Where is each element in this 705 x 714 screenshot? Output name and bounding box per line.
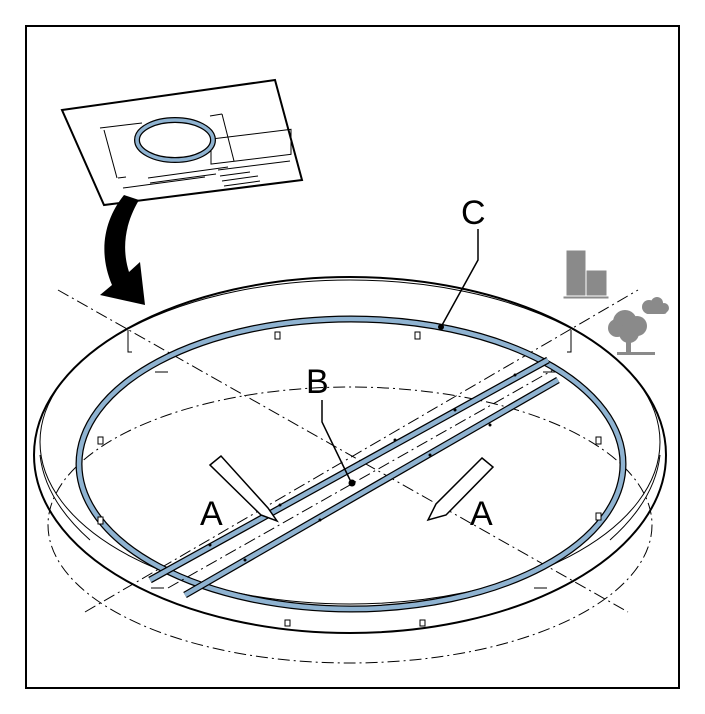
label-b: B (306, 363, 329, 401)
outer-foundation-ring (33, 276, 667, 634)
curved-arrow-icon (100, 195, 145, 305)
cross-beams (148, 356, 560, 599)
steel-ring (75, 315, 627, 613)
stake-markers (208, 454, 495, 523)
buildings-icon (562, 249, 610, 300)
cloud-icon (642, 297, 669, 314)
ring-callout-dot (438, 324, 444, 330)
label-a-right: A (470, 495, 493, 533)
label-c: C (461, 194, 486, 232)
blueprint-sheet-icon (60, 78, 304, 207)
leader-lines (321, 229, 479, 483)
label-a-left: A (200, 495, 223, 533)
ring-tabs (97, 331, 602, 627)
tree-icon (608, 310, 655, 355)
figure-frame (25, 25, 680, 689)
crossing-ticks (127, 330, 572, 589)
dash-dot-guides (47, 289, 653, 664)
